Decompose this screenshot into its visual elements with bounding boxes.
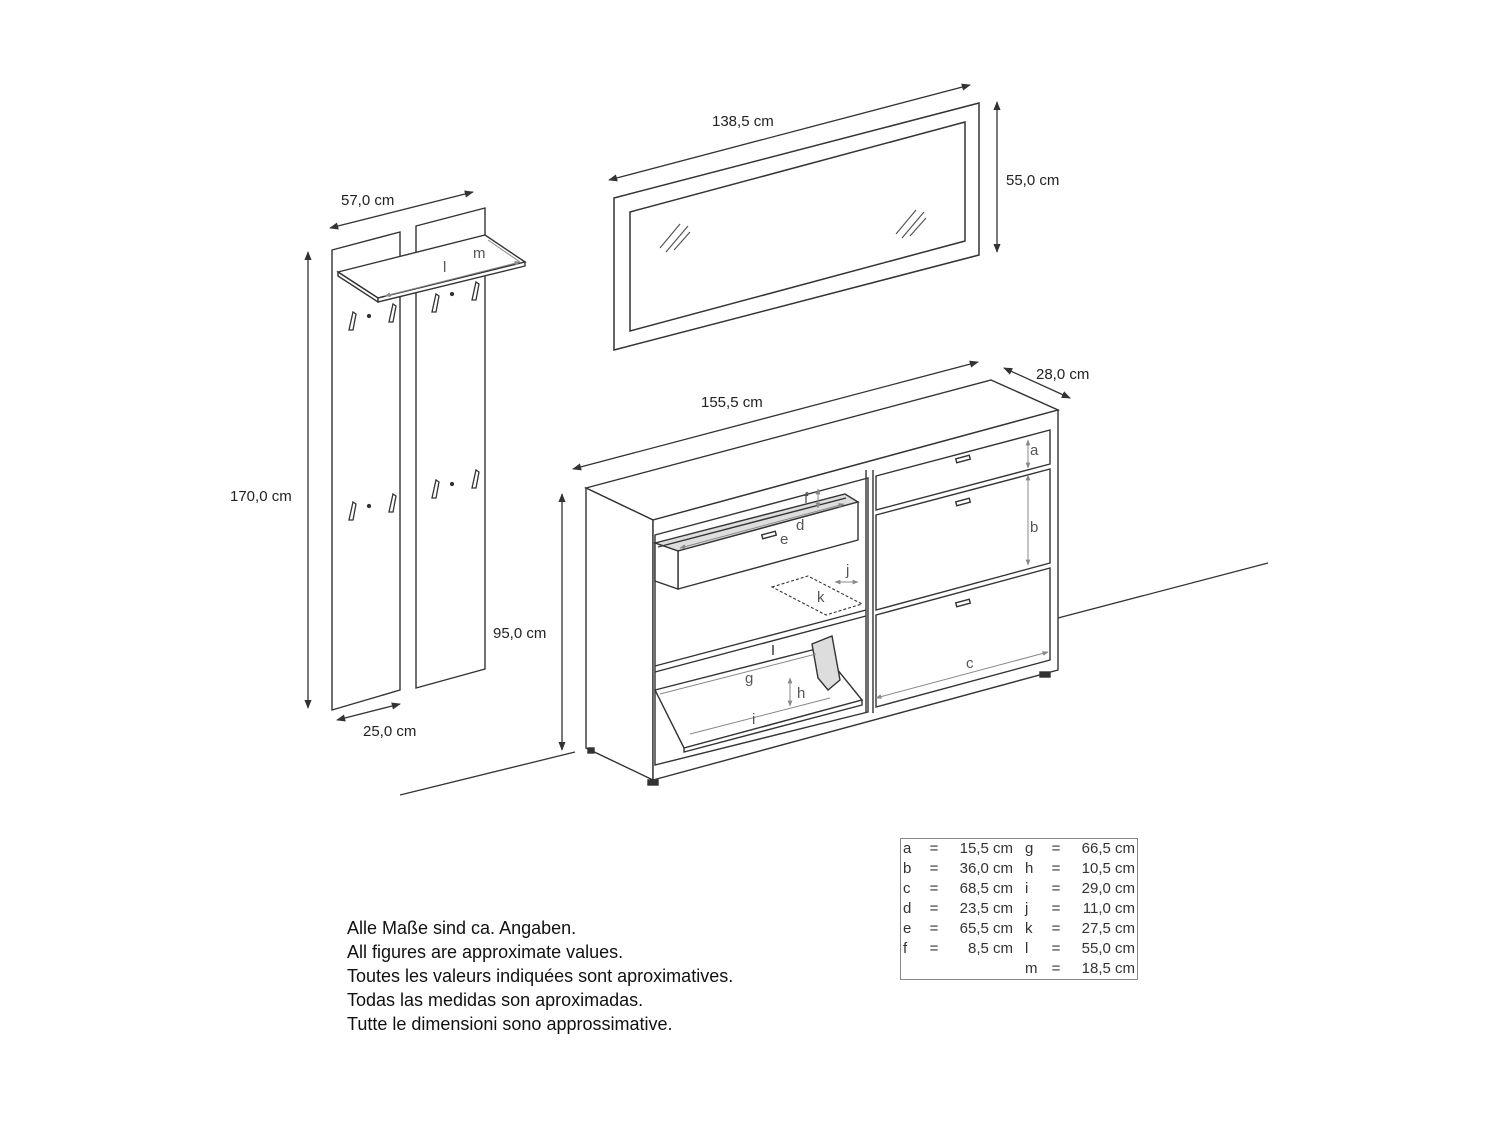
coat-hooks <box>348 280 480 521</box>
panel-width-label: 25,0 cm <box>363 723 416 740</box>
letter-a: a <box>1030 442 1039 459</box>
drawer-width-dimension <box>679 503 845 549</box>
dim-value: 55,0 cm <box>1081 940 1135 957</box>
letter-b: b <box>1030 519 1038 536</box>
dim-equals: = <box>1051 840 1061 857</box>
dimensions-row: m = 18,5 cm <box>901 959 1138 980</box>
cabinet-depth-dimension <box>1003 367 1071 399</box>
dimensions-row: d = 23,5 cm j = 11,0 cm <box>901 899 1138 919</box>
dim-key: g <box>1025 840 1034 857</box>
dim-value: 65,5 cm <box>959 920 1013 937</box>
cabinet-height-label: 95,0 cm <box>493 625 546 642</box>
dim-value: 18,5 cm <box>1081 960 1135 977</box>
letter-f: f <box>804 490 809 507</box>
dim-equals: = <box>929 880 939 897</box>
letter-h: h <box>797 685 805 702</box>
dim-equals: = <box>929 860 939 877</box>
panels-height-label: 170,0 cm <box>230 488 292 505</box>
dim-key: j <box>1025 900 1029 917</box>
letter-j: j <box>845 562 849 579</box>
dim-equals: = <box>929 940 939 957</box>
dim-key <box>901 959 920 980</box>
flap-depth-dimension <box>689 697 831 735</box>
mirror-width-label: 138,5 cm <box>712 113 774 130</box>
dim-equals: = <box>929 900 939 917</box>
panels-width-label: 57,0 cm <box>341 192 394 209</box>
dim-equals: = <box>1051 960 1061 977</box>
shelf-depth-dimension <box>487 239 521 263</box>
dimensions-table: a = 15,5 cm g = 66,5 cm b = 36,0 cm h = 10,5 cm c = 68… <box>900 838 1138 980</box>
disclaimer-notes: Alle Maße sind ca. Angaben. All figures … <box>347 916 733 1036</box>
letter-e: e <box>780 531 788 548</box>
dim-key: i <box>1025 880 1029 897</box>
dim-value: 29,0 cm <box>1081 880 1135 897</box>
dim-equals: = <box>1051 940 1061 957</box>
dim-value <box>949 959 1023 980</box>
mirror-width-dimension <box>608 83 971 182</box>
note-line: All figures are approximate values. <box>347 942 624 962</box>
dimensions-row: f = 8,5 cm l = 55,0 cm <box>901 939 1138 959</box>
removable-shelf <box>770 575 864 616</box>
note-line: Toutes les valeurs indiquées sont aproxi… <box>347 966 734 986</box>
letter-c: c <box>966 655 974 672</box>
bottom-door-width-dimension <box>875 651 1049 699</box>
dim-equals: = <box>1051 920 1061 937</box>
dim-key: e <box>903 920 912 937</box>
cabinet-depth-label: 28,0 cm <box>1036 366 1089 383</box>
dim-value: 11,0 cm <box>1082 900 1135 917</box>
wall-panel-left <box>331 231 401 711</box>
letter-l: l <box>443 259 446 276</box>
dim-equals: = <box>929 840 939 857</box>
dimensions-row: e = 65,5 cm k = 27,5 cm <box>901 919 1138 939</box>
mirror <box>613 102 980 351</box>
note-line: Alle Maße sind ca. Angaben. <box>347 918 577 938</box>
dimensions-row: b = 36,0 cm h = 10,5 cm <box>901 859 1138 879</box>
panel-width-dimension <box>336 702 401 722</box>
dim-equals <box>919 959 949 980</box>
dim-key: b <box>903 860 912 877</box>
dim-value: 27,5 cm <box>1081 920 1135 937</box>
dim-value: 68,5 cm <box>959 880 1013 897</box>
dim-key: l <box>1025 940 1029 957</box>
dim-equals: = <box>1051 860 1061 877</box>
letter-k: k <box>817 589 825 606</box>
dim-key: a <box>903 840 912 857</box>
dim-value: 15,5 cm <box>959 840 1013 857</box>
dim-key: c <box>903 880 911 897</box>
letter-m: m <box>473 245 486 262</box>
note-line: Tutte le dimensioni sono approssimative. <box>347 1014 673 1034</box>
panels-width-dimension <box>329 190 474 230</box>
mirror-height-label: 55,0 cm <box>1006 172 1059 189</box>
dim-equals: = <box>1051 900 1061 917</box>
dim-equals: = <box>1051 880 1061 897</box>
floor-lines <box>399 562 1269 796</box>
letter-d: d <box>796 517 804 534</box>
dim-key: m <box>1025 960 1038 977</box>
letter-i: i <box>752 711 755 728</box>
dim-value: 8,5 cm <box>967 940 1013 957</box>
dim-value: 10,5 cm <box>1081 860 1135 877</box>
dim-equals: = <box>929 920 939 937</box>
dim-value: 23,5 cm <box>959 900 1013 917</box>
cabinet-width-label: 155,5 cm <box>701 394 763 411</box>
mirror-reflection-marks <box>659 209 927 253</box>
flap-width-dimension <box>659 653 817 695</box>
dimensions-row: a = 15,5 cm g = 66,5 cm <box>901 839 1138 860</box>
dim-key: d <box>903 900 912 917</box>
dim-key: k <box>1025 920 1033 937</box>
dim-value: 66,5 cm <box>1081 840 1135 857</box>
letter-g: g <box>745 670 753 687</box>
note-line: Todas las medidas son aproximadas. <box>347 990 644 1010</box>
dim-key: f <box>903 940 908 957</box>
dim-value: 36,0 cm <box>959 860 1013 877</box>
shoe-flap <box>653 635 864 753</box>
dimensions-row: c = 68,5 cm i = 29,0 cm <box>901 879 1138 899</box>
cabinet-width-dimension <box>572 360 979 471</box>
shelf-length-dimension <box>384 260 521 298</box>
dim-key: h <box>1025 860 1034 877</box>
shoe-cabinet <box>583 379 1061 786</box>
